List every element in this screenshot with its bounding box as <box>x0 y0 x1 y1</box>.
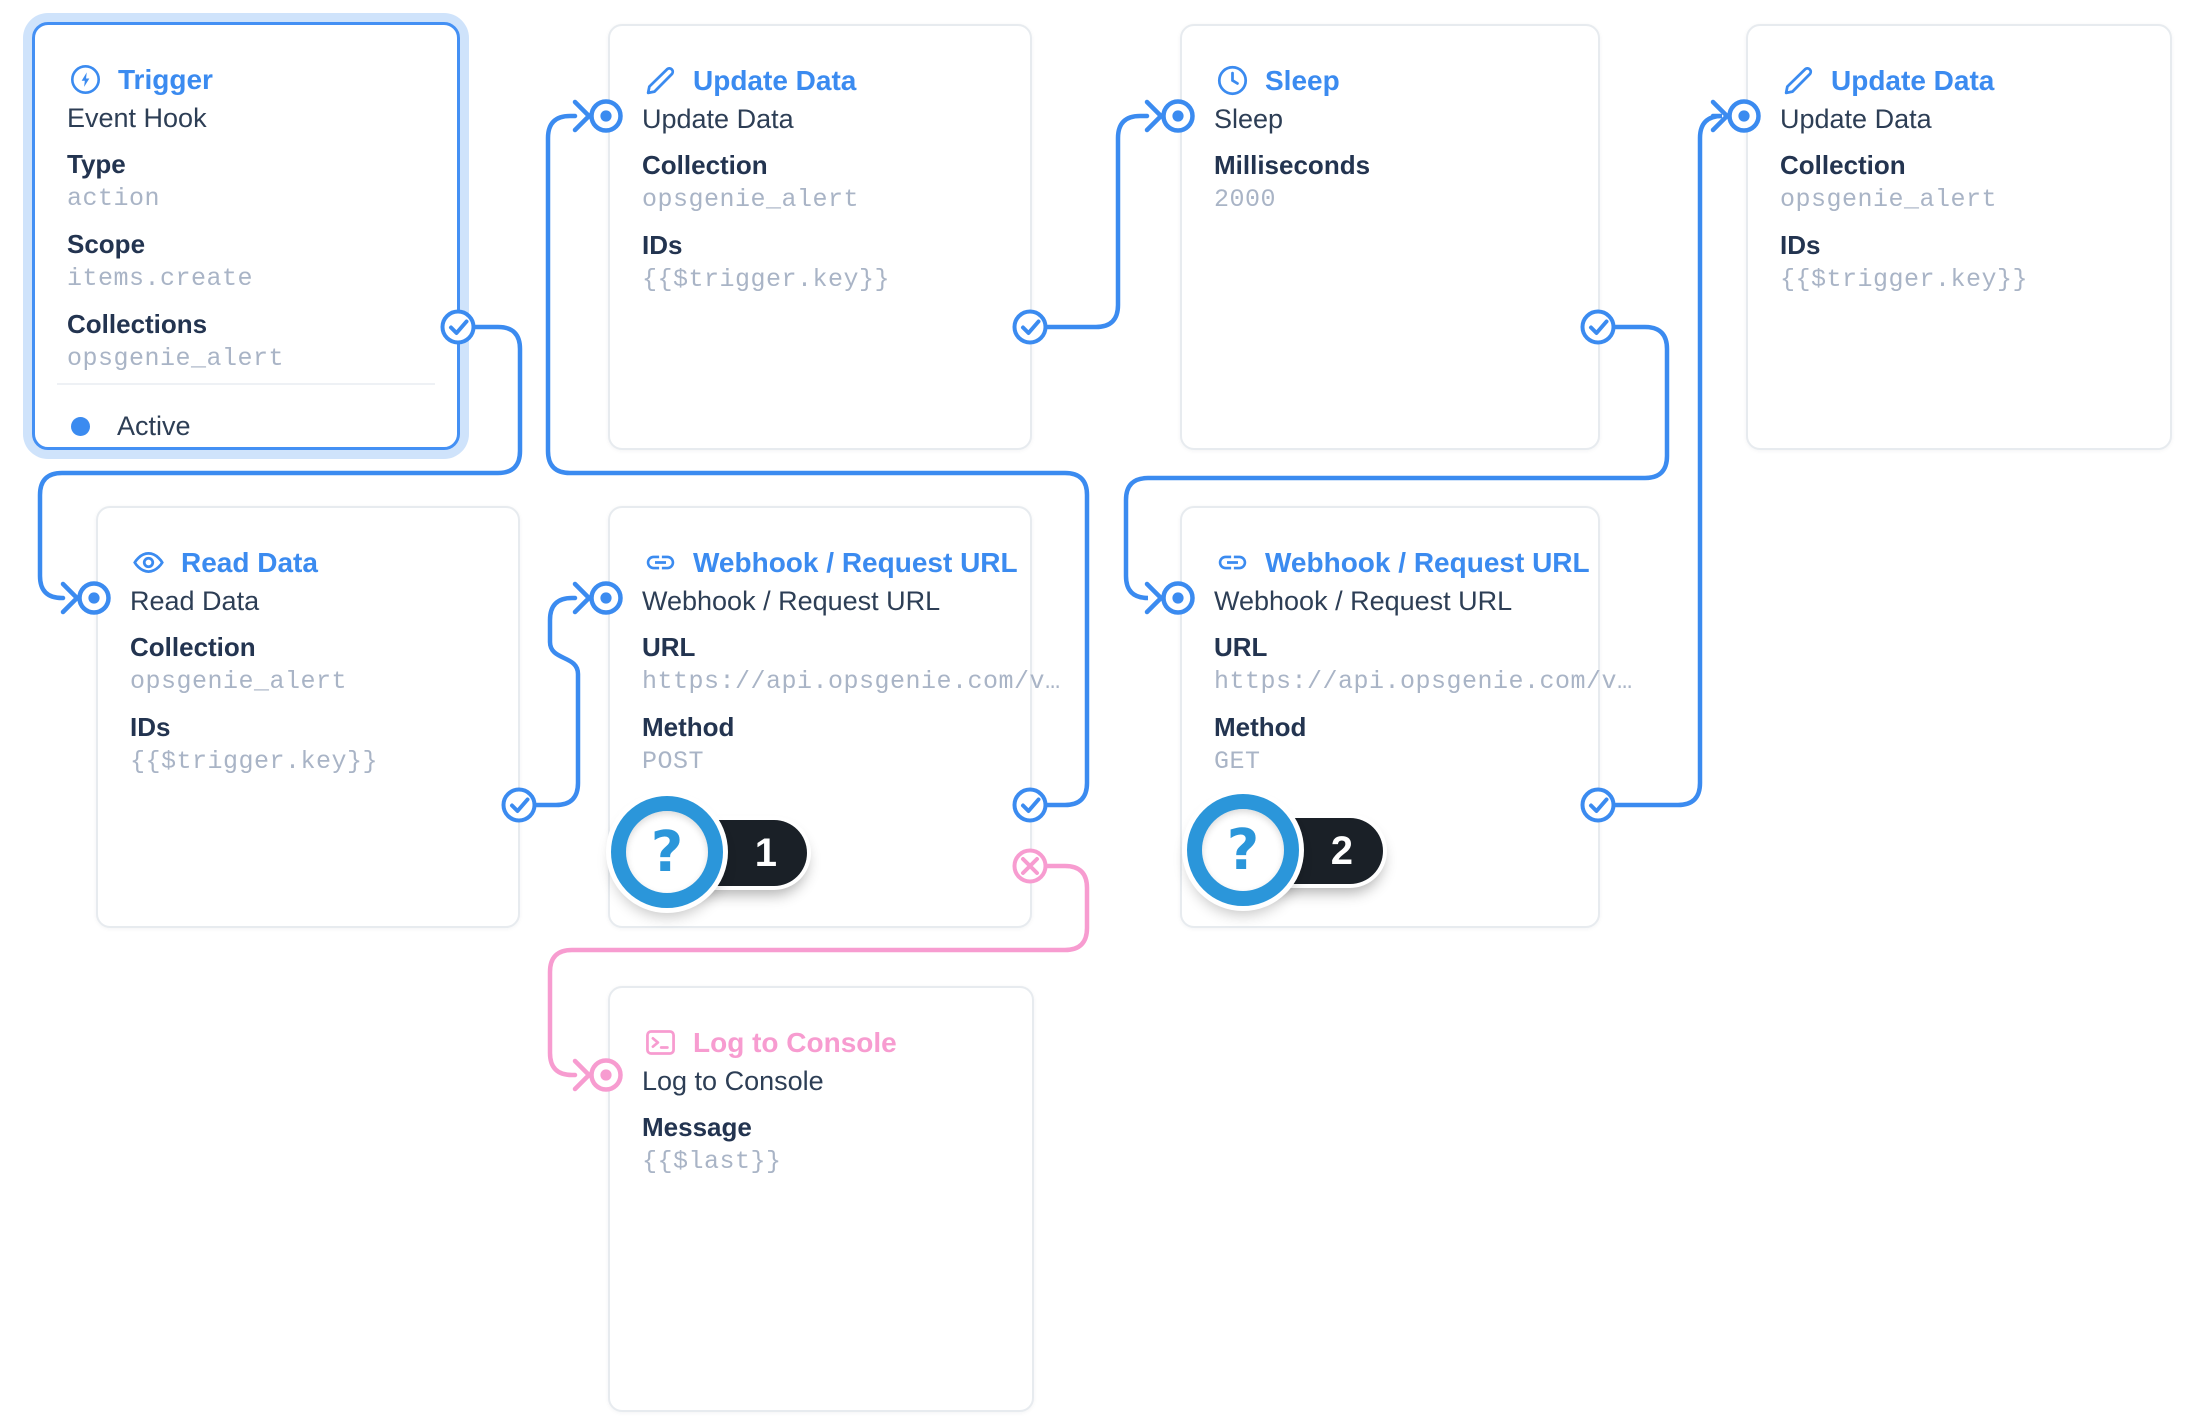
node-title: Sleep <box>1265 64 1340 96</box>
field-label: IDs <box>1780 230 1821 260</box>
node-update-data-1[interactable]: Update Data Update Data Collection opsge… <box>608 24 1032 450</box>
field-label: Collections <box>67 309 208 339</box>
terminal-icon <box>644 1026 677 1059</box>
link-icon <box>1216 546 1249 579</box>
node-title: Log to Console <box>693 1026 897 1058</box>
node-header: Webhook / Request URL <box>644 546 1018 579</box>
arrowhead-icon <box>572 99 593 133</box>
arrowhead-icon <box>572 581 593 615</box>
bolt-circle-icon <box>69 63 102 96</box>
arrowhead-icon <box>1144 99 1165 133</box>
field-label: Type <box>67 149 126 179</box>
field-label: Message <box>642 1112 752 1142</box>
active-status-dot <box>71 416 90 436</box>
field-label: IDs <box>130 712 171 742</box>
field-value: opsgenie_alert <box>1780 185 1998 214</box>
link-icon <box>644 546 677 579</box>
connection-webhook2-to-update2 <box>1610 113 1723 808</box>
node-title: Update Data <box>1831 64 1995 96</box>
operation-name: Log to Console <box>642 1066 824 1096</box>
node-title: Trigger <box>118 63 213 95</box>
field-value: {{$trigger.key}} <box>1780 265 2029 294</box>
node-sleep[interactable]: Sleep Sleep Milliseconds 2000 <box>1180 24 1600 450</box>
operation-name: Read Data <box>130 586 260 616</box>
node-header: Webhook / Request URL <box>1216 546 1590 579</box>
field-label: Scope <box>67 229 146 259</box>
field-label: URL <box>1214 632 1268 662</box>
field-value: {{$trigger.key}} <box>642 265 891 294</box>
arrowhead-icon <box>572 1058 593 1092</box>
operation-name: Webhook / Request URL <box>642 586 941 616</box>
node-header: Trigger <box>69 63 213 96</box>
field-label: Collection <box>130 632 256 662</box>
node-trigger[interactable]: Trigger Event Hook Type action Scope ite… <box>32 22 460 450</box>
field-value: {{$trigger.key}} <box>130 747 379 776</box>
field-label: Method <box>1214 712 1307 742</box>
operation-name: Webhook / Request URL <box>1214 586 1513 616</box>
field-value: opsgenie_alert <box>67 344 285 373</box>
question-icon: ? <box>1187 794 1299 906</box>
node-title: Webhook / Request URL <box>693 546 1018 578</box>
card-divider <box>57 383 435 385</box>
field-value: https://api.opsgenie.com/v… <box>1214 667 1633 696</box>
arrowhead-icon <box>1710 99 1731 133</box>
field-value: items.create <box>67 264 254 293</box>
field-value: {{$last}} <box>642 1147 782 1176</box>
field-value: https://api.opsgenie.com/v… <box>642 667 1061 696</box>
field-label: Collection <box>1780 150 1906 180</box>
clock-icon <box>1216 64 1249 97</box>
node-header: Log to Console <box>644 1026 897 1059</box>
field-value: action <box>67 184 161 213</box>
field-label: Method <box>642 712 735 742</box>
eye-icon <box>132 546 165 579</box>
operation-name: Update Data <box>642 104 794 134</box>
node-header: Read Data <box>132 546 318 579</box>
status-label: Active <box>117 410 191 441</box>
question-icon: ? <box>611 796 723 908</box>
node-title: Update Data <box>693 64 857 96</box>
operation-name: Event Hook <box>67 103 207 133</box>
node-update-data-2[interactable]: Update Data Update Data Collection opsge… <box>1746 24 2172 450</box>
pencil-icon <box>644 64 677 97</box>
question-badge-1: 1 ? <box>611 796 871 912</box>
node-header: Sleep <box>1216 64 1340 97</box>
field-value: 2000 <box>1214 185 1277 214</box>
arrowhead-icon <box>60 581 81 615</box>
operation-name: Update Data <box>1780 104 1932 134</box>
field-value: opsgenie_alert <box>642 185 860 214</box>
field-label: IDs <box>642 230 683 260</box>
pencil-icon <box>1782 64 1815 97</box>
operation-name: Sleep <box>1214 104 1284 134</box>
question-badge-2: 2 ? <box>1187 794 1447 910</box>
connection-update1-to-sleep <box>1042 113 1150 330</box>
field-value: GET <box>1214 747 1261 776</box>
field-value: opsgenie_alert <box>130 667 348 696</box>
node-log-to-console[interactable]: Log to Console Log to Console Message {{… <box>608 986 1034 1412</box>
node-title: Webhook / Request URL <box>1265 546 1590 578</box>
arrowhead-icon <box>1144 581 1165 615</box>
connection-read-to-webhook1 <box>531 595 581 808</box>
node-read-data[interactable]: Read Data Read Data Collection opsgenie_… <box>96 506 520 928</box>
trigger-status: Active <box>71 403 191 449</box>
field-value: POST <box>642 747 705 776</box>
field-label: Milliseconds <box>1214 150 1371 180</box>
node-title: Read Data <box>181 546 318 578</box>
field-label: URL <box>642 632 696 662</box>
field-label: Collection <box>642 150 768 180</box>
node-header: Update Data <box>644 64 856 97</box>
node-header: Update Data <box>1782 64 1994 97</box>
